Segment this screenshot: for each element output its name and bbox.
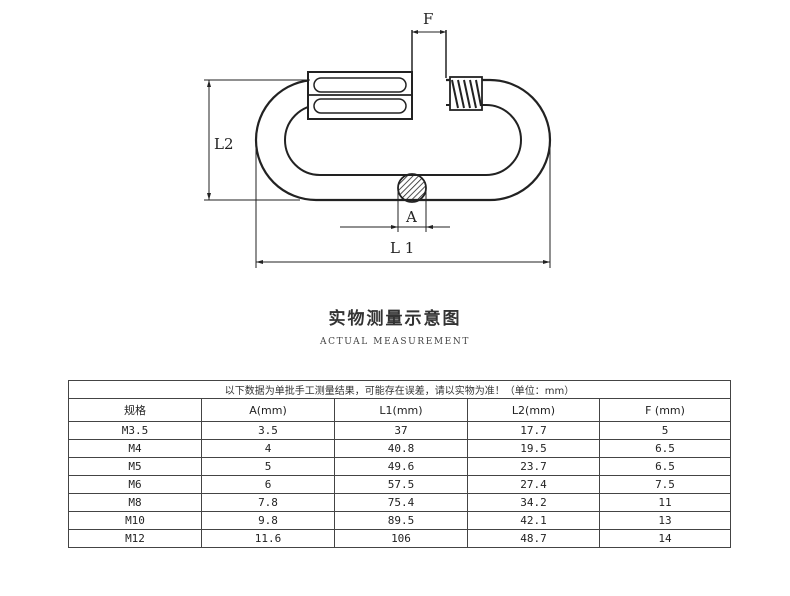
cell-a: 7.8 bbox=[201, 493, 335, 512]
cell-spec: M10 bbox=[68, 511, 202, 530]
dimension-L2: L2 bbox=[204, 79, 310, 201]
cell-l1: 75.4 bbox=[334, 493, 468, 512]
cell-l1: 40.8 bbox=[334, 439, 468, 458]
cell-a: 6 bbox=[201, 475, 335, 494]
cell-spec: M8 bbox=[68, 493, 202, 512]
cell-l2: 27.4 bbox=[467, 475, 600, 494]
table-row: M5 5 49.6 23.7 6.5 bbox=[68, 457, 732, 476]
table-row: M4 4 40.8 19.5 6.5 bbox=[68, 439, 732, 458]
cell-a: 3.5 bbox=[201, 421, 335, 440]
cell-l1: 106 bbox=[334, 529, 468, 548]
cell-l2: 42.1 bbox=[467, 511, 600, 530]
cell-l1: 49.6 bbox=[334, 457, 468, 476]
gate-nut bbox=[307, 71, 413, 120]
dimension-F: F bbox=[411, 10, 447, 112]
wire-section bbox=[397, 173, 427, 203]
cell-l2: 34.2 bbox=[467, 493, 600, 512]
header-a: A(mm) bbox=[201, 398, 335, 422]
cell-spec: M12 bbox=[68, 529, 202, 548]
quick-link-diagram: F L2 A L 1 bbox=[204, 10, 552, 268]
table-row: M3.5 3.5 37 17.7 5 bbox=[68, 421, 732, 440]
cell-spec: M3.5 bbox=[68, 421, 202, 440]
spec-table: 以下数据为单批手工测量结果，可能存在误差，请以实物为准！（单位：mm） 规格 A… bbox=[67, 380, 732, 548]
cell-f: 11 bbox=[598, 493, 732, 512]
cell-a: 5 bbox=[201, 457, 335, 476]
title-english: ACTUAL MEASUREMENT bbox=[320, 337, 470, 347]
cell-f: 6.5 bbox=[598, 439, 732, 458]
cell-f: 7.5 bbox=[598, 475, 732, 494]
cell-l2: 48.7 bbox=[467, 529, 600, 548]
header-l2: L2(mm) bbox=[467, 398, 600, 422]
table-note-row: 以下数据为单批手工测量结果，可能存在误差，请以实物为准！（单位：mm） bbox=[67, 380, 732, 399]
cell-l1: 89.5 bbox=[334, 511, 468, 530]
gate-gap bbox=[412, 76, 446, 108]
cell-l1: 37 bbox=[334, 421, 468, 440]
cell-spec: M6 bbox=[68, 475, 202, 494]
title-block: 实物测量示意图 ACTUAL MEASUREMENT bbox=[0, 304, 790, 347]
table-header-row: 规格 A(mm) L1(mm) L2(mm) F (mm) bbox=[68, 398, 732, 422]
label-A: A bbox=[405, 208, 417, 226]
cell-a: 4 bbox=[201, 439, 335, 458]
label-L2: L2 bbox=[214, 135, 234, 153]
cell-spec: M5 bbox=[68, 457, 202, 476]
cell-f: 6.5 bbox=[598, 457, 732, 476]
thread-end bbox=[449, 76, 483, 111]
cell-a: 9.8 bbox=[201, 511, 335, 530]
table-row: M12 11.6 106 48.7 14 bbox=[68, 529, 732, 548]
table-row: M8 7.8 75.4 34.2 11 bbox=[68, 493, 732, 512]
table-row: M10 9.8 89.5 42.1 13 bbox=[68, 511, 732, 530]
cell-f: 5 bbox=[598, 421, 732, 440]
dimension-A: A bbox=[340, 188, 450, 232]
header-f: F (mm) bbox=[598, 398, 732, 422]
label-L1: L 1 bbox=[390, 239, 414, 257]
cell-l2: 17.7 bbox=[467, 421, 600, 440]
table-note: 以下数据为单批手工测量结果，可能存在误差，请以实物为准！（单位：mm） bbox=[67, 380, 732, 399]
header-spec: 规格 bbox=[68, 398, 202, 422]
cell-f: 14 bbox=[598, 529, 732, 548]
cell-f: 13 bbox=[598, 511, 732, 530]
cell-spec: M4 bbox=[68, 439, 202, 458]
cell-l1: 57.5 bbox=[334, 475, 468, 494]
header-l1: L1(mm) bbox=[334, 398, 468, 422]
label-F: F bbox=[423, 10, 433, 28]
cell-a: 11.6 bbox=[201, 529, 335, 548]
cell-l2: 23.7 bbox=[467, 457, 600, 476]
table-row: M6 6 57.5 27.4 7.5 bbox=[68, 475, 732, 494]
cell-l2: 19.5 bbox=[467, 439, 600, 458]
dimension-L1: L 1 bbox=[255, 140, 551, 268]
title-chinese: 实物测量示意图 bbox=[328, 309, 462, 329]
